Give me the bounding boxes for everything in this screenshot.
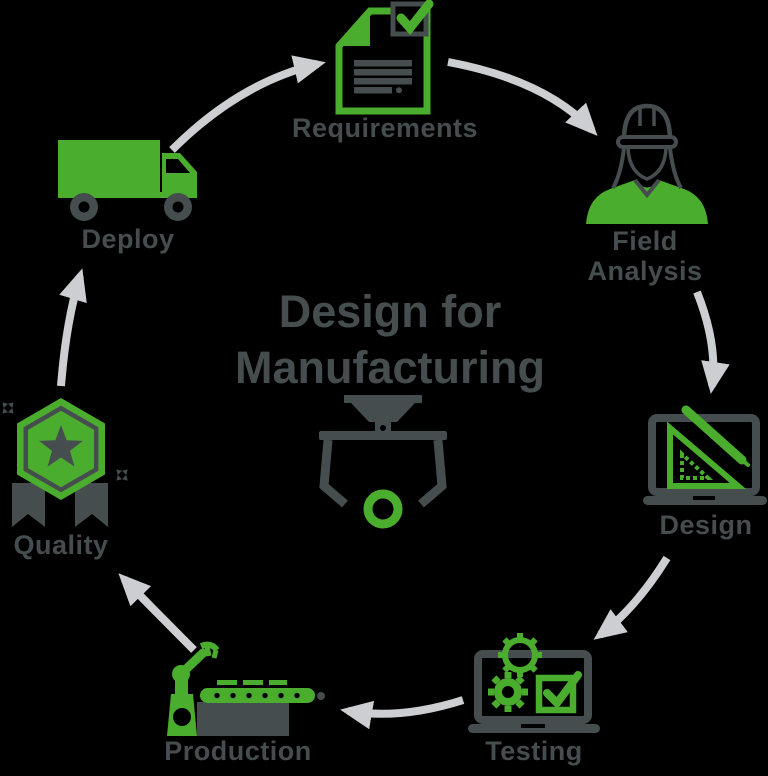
arrow-quality-to-deploy-icon bbox=[57, 268, 87, 387]
page-title: Design for Manufacturing bbox=[235, 284, 545, 396]
arrow-testing-to-production-icon bbox=[340, 696, 465, 730]
document-checklist-icon bbox=[335, 0, 434, 115]
arrow-deploy-to-requirements-icon bbox=[169, 55, 326, 153]
arrow-design-to-testing-icon bbox=[593, 555, 671, 640]
stage-label-design: Design bbox=[659, 510, 753, 540]
stage-label-production: Production bbox=[164, 736, 312, 766]
stage-label-testing: Testing bbox=[485, 736, 583, 766]
stage-label-quality: Quality bbox=[13, 530, 109, 560]
stage-label-field-line: Field bbox=[612, 226, 678, 256]
star-icon bbox=[39, 425, 83, 467]
stage-label-requirements: Requirements bbox=[291, 113, 479, 143]
robot-arm-conveyor-icon bbox=[167, 641, 325, 736]
sparkle-icon bbox=[116, 469, 128, 481]
stage-label-analysis-line: Analysis bbox=[587, 256, 703, 287]
worker-hard-hat-icon bbox=[586, 103, 708, 224]
title-line-1: Design for bbox=[278, 286, 502, 337]
arrow-requirements-to-field-analysis-icon bbox=[447, 58, 598, 136]
stage-label-deploy: Deploy bbox=[81, 224, 175, 254]
lifting-claw-ring-icon bbox=[319, 395, 447, 529]
arrow-field-analysis-to-design-icon bbox=[693, 290, 730, 394]
title-line-2: Manufacturing bbox=[235, 341, 545, 393]
laptop-gears-checkbox-icon bbox=[468, 633, 600, 733]
laptop-ruler-pencil-icon bbox=[643, 405, 767, 505]
sparkle-icon bbox=[2, 402, 14, 414]
delivery-truck-icon bbox=[58, 140, 197, 221]
hexagon-badge-star-icon bbox=[2, 398, 128, 527]
stage-label-field-analysis: Field Analysis bbox=[587, 226, 702, 286]
arrow-production-to-quality-icon bbox=[118, 573, 197, 653]
green-ring-icon bbox=[363, 489, 403, 529]
